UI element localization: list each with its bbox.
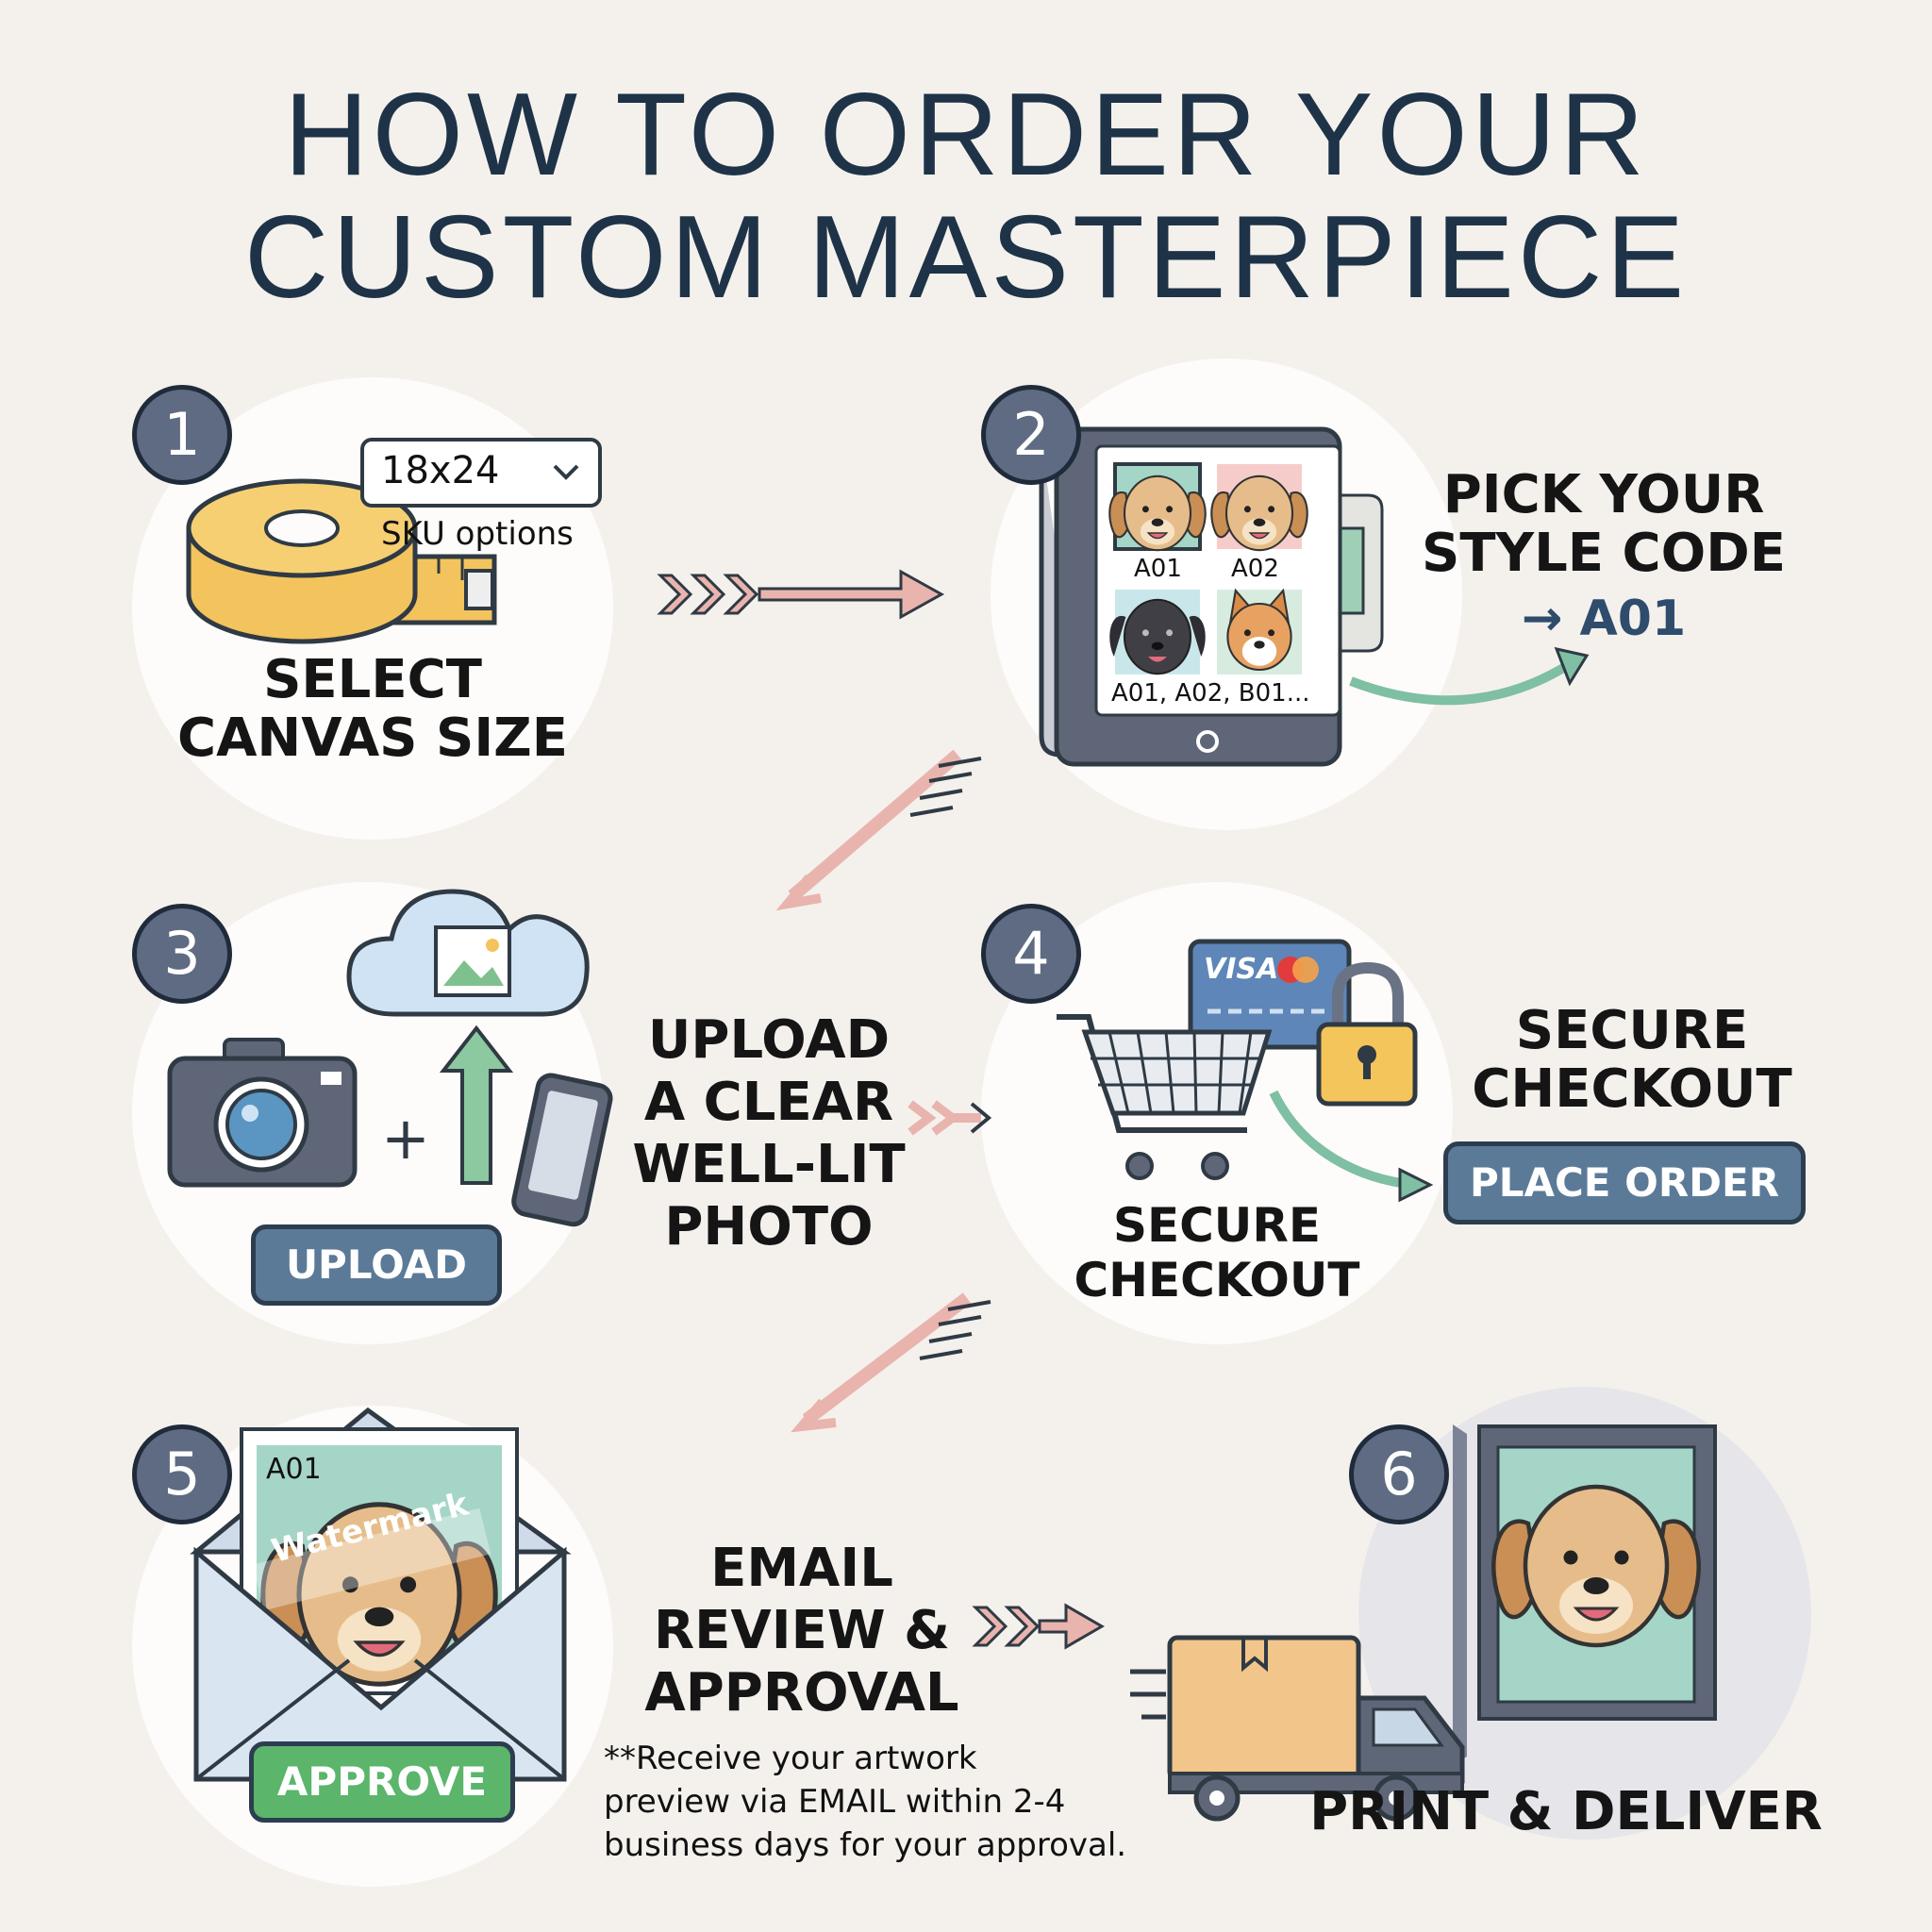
lock-icon: [1316, 961, 1418, 1107]
step1-label-line1: SELECT: [263, 649, 482, 710]
chevron-down-icon: [553, 464, 579, 480]
step2-number-badge: 2: [981, 385, 1081, 485]
upload-button[interactable]: UPLOAD: [251, 1224, 502, 1306]
step5-label-line2: REVIEW &: [654, 1600, 950, 1661]
arrow-step1-to-step2: [657, 569, 945, 620]
step2-label-line2: STYLE CODE: [1422, 523, 1786, 584]
step5-label-line3: APPROVAL: [644, 1662, 959, 1724]
arrow-step4-to-step5: [791, 1292, 991, 1433]
shopping-cart-icon: [1057, 1014, 1273, 1180]
step4-label-line2: CHECKOUT: [1074, 1253, 1360, 1307]
step4-side-label-line1: SECURE: [1515, 1000, 1749, 1061]
step5-number-badge: 5: [132, 1424, 232, 1524]
tape-measure-icon: [186, 478, 497, 644]
step3-label-line4: PHOTO: [664, 1196, 874, 1257]
arrow-step5-to-step6: [972, 1603, 1105, 1650]
size-dropdown-box[interactable]: [360, 438, 602, 508]
step3-number-badge: 3: [132, 904, 232, 1004]
camera-icon: [167, 1038, 358, 1188]
step3-label-line2: A CLEAR: [643, 1072, 894, 1133]
style-code-a01: A01: [1134, 555, 1182, 583]
step5-label-line1: EMAIL: [710, 1538, 893, 1599]
step2-arrow-code: → A01: [1521, 591, 1687, 647]
step1-label-line2: CANVAS SIZE: [176, 708, 569, 769]
title-line-2: CUSTOM MASTERPIECE: [243, 192, 1689, 323]
arrow-step2-to-step3: [775, 749, 982, 911]
delivery-truck-icon: [1130, 1635, 1465, 1822]
sku-options-label: SKU options: [381, 515, 574, 553]
cloud-icon: [346, 889, 590, 1017]
title-line-1: HOW TO ORDER YOUR: [284, 70, 1648, 200]
step4-label-line1: SECURE: [1112, 1198, 1322, 1253]
step6-number-badge: 6: [1349, 1424, 1449, 1524]
step3-label-line1: UPLOAD: [647, 1009, 891, 1071]
credit-card-icon: [1188, 939, 1352, 1050]
style-code-a02: A02: [1231, 555, 1279, 583]
arrow-to-style-code: [1349, 656, 1578, 706]
arrow-step3-to-step4: [908, 1100, 992, 1136]
step2-label-line1: PICK YOUR: [1442, 464, 1765, 525]
step4-side-label-line2: CHECKOUT: [1472, 1058, 1792, 1120]
arrow-to-place-order: [1269, 1090, 1416, 1190]
step5-note-line1: **Receive your artwork: [604, 1740, 977, 1777]
plus-sign: +: [381, 1104, 430, 1173]
visa-logo: VISA: [1204, 953, 1279, 986]
step5-note-line2: preview via EMAIL within 2-4: [604, 1783, 1066, 1821]
step4-number-badge: 4: [981, 904, 1081, 1004]
step6-label: PRINT & DELIVER: [1309, 1781, 1823, 1842]
phone-icon: [511, 1073, 613, 1227]
envelope-icon: [190, 1407, 572, 1782]
step3-label-line3: WELL-LIT: [632, 1134, 906, 1195]
place-order-button[interactable]: PLACE ORDER: [1443, 1141, 1806, 1224]
approve-button[interactable]: APPROVE: [249, 1741, 515, 1823]
tablet-catalog-icon: [1039, 426, 1384, 767]
preview-style-code: A01: [266, 1453, 322, 1486]
framed-canvas-icon: [1453, 1424, 1717, 1766]
size-dropdown-value: 18x24: [381, 449, 500, 492]
style-codes-more: A01, A02, B01...: [1111, 679, 1310, 708]
step1-number-badge: 1: [132, 385, 232, 485]
step5-note-line3: business days for your approval.: [604, 1826, 1127, 1864]
upload-arrow-icon: [439, 1024, 514, 1185]
